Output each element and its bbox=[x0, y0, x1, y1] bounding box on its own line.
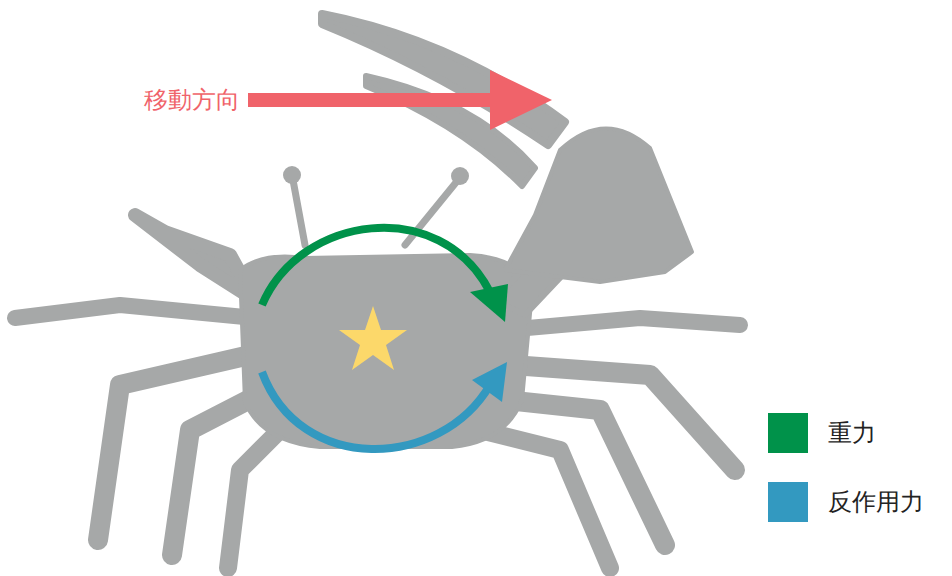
eye bbox=[283, 166, 301, 184]
legend-swatch bbox=[768, 482, 808, 522]
claw-palm bbox=[505, 128, 692, 282]
gravity-arrow bbox=[262, 228, 490, 305]
reaction-arrow bbox=[262, 372, 490, 449]
crab-leg bbox=[228, 425, 285, 568]
direction-label: 移動方向 bbox=[144, 86, 240, 115]
small-claw bbox=[135, 215, 255, 300]
legend-label: 反作用力 bbox=[828, 488, 924, 517]
crab-leg bbox=[505, 318, 740, 330]
crab-leg bbox=[480, 430, 610, 568]
arrow-head bbox=[470, 284, 508, 322]
eye bbox=[451, 167, 469, 185]
legend-swatch bbox=[768, 413, 808, 453]
crab-leg bbox=[15, 305, 255, 318]
legend-label: 重力 bbox=[828, 419, 876, 448]
arrow-head bbox=[490, 70, 552, 130]
arrow-head bbox=[472, 362, 507, 402]
center-star bbox=[339, 306, 407, 370]
eyestalk bbox=[293, 180, 305, 245]
movement-arrow bbox=[248, 93, 498, 107]
